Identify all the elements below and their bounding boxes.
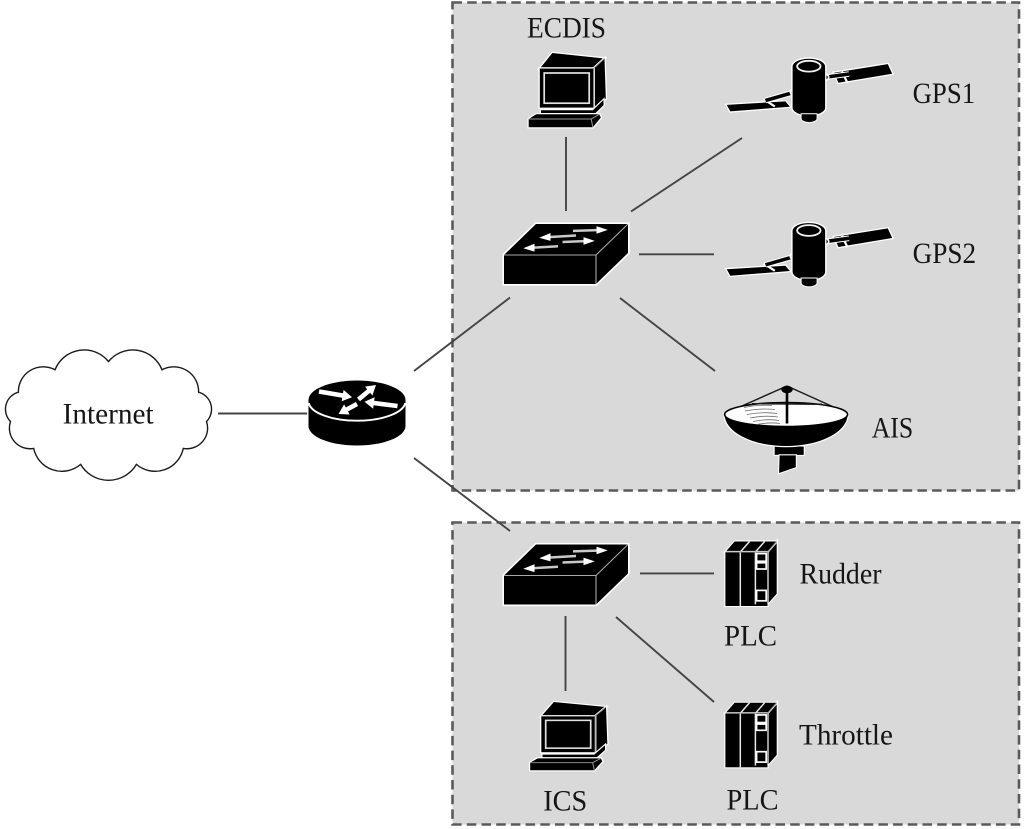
svg-text:GPS1: GPS1 bbox=[913, 78, 976, 110]
svg-text:AIS: AIS bbox=[872, 413, 914, 445]
svg-text:PLC: PLC bbox=[727, 785, 779, 817]
svg-text:ECDIS: ECDIS bbox=[527, 12, 606, 44]
svg-text:GPS2: GPS2 bbox=[913, 238, 977, 270]
svg-text:ICS: ICS bbox=[543, 786, 587, 818]
svg-text:PLC: PLC bbox=[724, 621, 777, 653]
svg-text:Internet: Internet bbox=[63, 399, 155, 431]
svg-text:Throttle: Throttle bbox=[799, 720, 893, 752]
svg-text:Rudder: Rudder bbox=[800, 559, 882, 591]
